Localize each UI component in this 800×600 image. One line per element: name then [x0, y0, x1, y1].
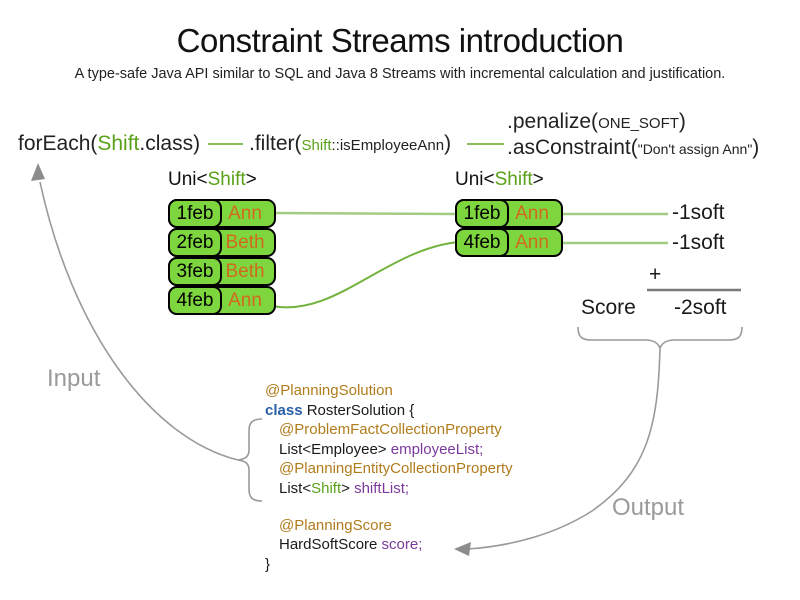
filter-pre: .filter( [249, 132, 302, 155]
foreach-pre: forEach( [18, 132, 98, 155]
closing-brace: } [265, 555, 271, 573]
date-cell: 2feb [168, 228, 222, 257]
asconstraint-pre: .asConstraint( [507, 136, 638, 159]
annotation-planning-entity: @PlanningEntityCollectionProperty [279, 460, 513, 478]
pipeline-foreach: forEach(Shift.class) [18, 132, 200, 156]
penalize-pre: .penalize( [507, 110, 599, 133]
fact-field: employeeList; [390, 440, 484, 458]
page-title: Constraint Streams introduction [176, 22, 624, 59]
plus-sign: + [649, 263, 662, 286]
right-stream-label-pre: Uni< [455, 169, 495, 190]
date-cell: 3feb [168, 257, 222, 286]
input-label: Input [47, 365, 101, 392]
entity-mid: > [341, 479, 355, 497]
filter-post: ) [444, 132, 452, 155]
date-cell: 1feb [168, 199, 222, 228]
asconstraint-arg: "Don't assign Ann" [637, 141, 753, 157]
score-label: Score [581, 296, 636, 319]
code-line-employee-list: List<Employee> employeeList; [265, 440, 513, 460]
output-arrowhead [454, 542, 471, 556]
left-stream-label-post: > [245, 169, 257, 190]
penalty-value-2: -1soft [672, 231, 725, 254]
right-stream-label-type: Shift [494, 169, 533, 190]
filter-type: Shift [301, 137, 332, 154]
stream-connector-4feb [271, 241, 459, 309]
code-line-score: HardSoftScore score; [265, 535, 513, 555]
foreach-type: Shift [97, 132, 140, 155]
code-blank-line [265, 499, 513, 516]
date-cell: 4feb [455, 228, 509, 257]
code-line-annotation-solution: @PlanningSolution [265, 381, 513, 401]
penalize-post: ) [678, 110, 686, 133]
score-field: score; [381, 536, 423, 554]
output-arrow-curve [467, 347, 661, 550]
employee-name: Ann [515, 202, 549, 224]
date-cell: 1feb [455, 199, 509, 228]
left-stream-table: Ann 1feb Beth 2feb Beth 3feb Ann 4feb [168, 199, 276, 315]
shift-row: Ann 4feb [168, 286, 276, 315]
code-line-closing-brace: } [265, 555, 513, 575]
code-line-annotation-entity: @PlanningEntityCollectionProperty [265, 459, 513, 479]
employee-name: Ann [515, 231, 549, 253]
entity-field: shiftList; [354, 479, 410, 497]
code-line-annotation-fact: @ProblemFactCollectionProperty [265, 420, 513, 440]
right-stream-label-post: > [532, 169, 544, 190]
entity-type: Shift [311, 479, 342, 497]
pipeline-asconstraint: .asConstraint("Don't assign Ann") [507, 136, 759, 160]
employee-name: Ann [228, 289, 262, 311]
employee-name: Ann [228, 202, 262, 224]
keyword-class: class [265, 401, 303, 419]
fact-type: List<Employee> [279, 440, 391, 458]
class-declaration: RosterSolution { [302, 401, 415, 419]
annotation-planning-solution: @PlanningSolution [265, 382, 393, 399]
shift-row: Ann 1feb [455, 199, 563, 228]
penalize-arg: ONE_SOFT [598, 115, 679, 132]
entity-pre: List< [279, 479, 312, 497]
shift-row: Ann 1feb [168, 199, 276, 228]
foreach-post: .class) [139, 132, 201, 155]
shift-row: Ann 4feb [455, 228, 563, 257]
right-stream-label: Uni<Shift> [455, 169, 544, 191]
code-line-annotation-score: @PlanningScore [265, 516, 513, 536]
code-line-shift-list: List<Shift> shiftList; [265, 479, 513, 499]
code-line-class: class RosterSolution { [265, 401, 513, 421]
code-brace [237, 418, 263, 502]
input-arrow-curve [39, 181, 239, 461]
shift-row: Beth 2feb [168, 228, 276, 257]
score-value: -2soft [674, 296, 727, 319]
employee-name: Beth [225, 260, 265, 282]
pipeline-penalize: .penalize(ONE_SOFT) [507, 110, 686, 134]
input-arrowhead [31, 163, 45, 181]
annotation-planning-score: @PlanningScore [279, 516, 392, 534]
employee-name: Beth [225, 231, 265, 253]
output-label: Output [612, 494, 685, 521]
score-brace [577, 326, 743, 349]
annotation-problem-fact: @ProblemFactCollectionProperty [279, 421, 502, 439]
stream-connector-1feb [271, 211, 459, 216]
date-cell: 4feb [168, 286, 222, 315]
score-type: HardSoftScore [279, 536, 382, 554]
left-stream-label-pre: Uni< [168, 169, 208, 190]
left-stream-label: Uni<Shift> [168, 169, 257, 191]
pipeline-filter: .filter(Shift::isEmployeeAnn) [249, 132, 451, 156]
filter-method: ::isEmployeeAnn [331, 137, 445, 154]
asconstraint-post: ) [752, 136, 760, 159]
shift-row: Beth 3feb [168, 257, 276, 286]
code-block: @PlanningSolution class RosterSolution {… [265, 381, 513, 574]
left-stream-label-type: Shift [207, 169, 246, 190]
penalty-value-1: -1soft [672, 201, 725, 224]
right-stream-table: Ann 1feb Ann 4feb [455, 199, 563, 257]
page-subtitle: A type-safe Java API similar to SQL and … [74, 66, 726, 82]
